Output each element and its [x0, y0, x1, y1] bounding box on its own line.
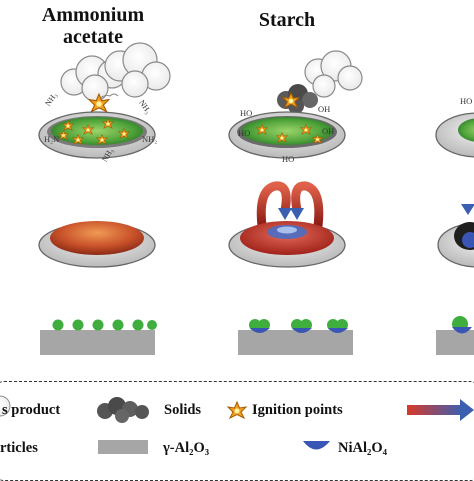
molecule-label: HO: [460, 96, 472, 106]
molecule-label: NH₃: [43, 91, 59, 108]
legend-solids: Solids: [164, 402, 202, 418]
heat-arrow-legend-icon: [407, 399, 474, 421]
plate-starch: [228, 111, 346, 159]
nial2o4-legend-icon: [303, 441, 330, 450]
legend-ignition-points: Ignition points: [252, 402, 343, 418]
solids-legend-icon: [97, 397, 149, 423]
combustion-dome-ammonium: [38, 221, 156, 268]
legend-gas-product: s product: [2, 402, 61, 418]
column-title-ammonium-acetate: Ammonium acetate: [28, 4, 158, 48]
gas-product-cloud: [304, 50, 363, 98]
molecule-label: OH: [318, 104, 330, 114]
column-title-starch: Starch: [232, 9, 342, 31]
gas-product-cloud: [60, 42, 171, 102]
molecule-label: OH: [322, 126, 334, 136]
molecule-label: H₂N: [44, 134, 59, 144]
substrate-starch: [238, 319, 353, 355]
legend-nial2o4: NiAl₂O₄: [338, 440, 387, 456]
heat-arrow-partial: [461, 185, 474, 215]
combustion-dome-column3-partial: [437, 222, 474, 268]
combustion-dome-starch: [228, 221, 346, 268]
gamma-alumina-legend-icon: [98, 440, 148, 454]
title-line-1: Starch: [258, 9, 316, 31]
legend-gamma-alumina: γ-Al₂O₃: [163, 440, 210, 456]
title-line-2: acetate: [63, 26, 123, 48]
cloud-legend-icon: [0, 395, 11, 417]
molecule-label: NH₃: [137, 98, 153, 115]
molecule-label: HO: [240, 108, 252, 118]
solids-smoke: [277, 84, 318, 114]
legend-particles: rticles: [0, 440, 38, 456]
plate-ammonium: [38, 111, 156, 159]
legend-box: [0, 381, 474, 481]
title-line-1: Ammonium: [41, 4, 145, 26]
heat-arrows: [256, 181, 324, 231]
substrate-ammonium: [40, 319, 157, 355]
molecule-label: HO: [238, 128, 250, 138]
substrate-column3-partial: [436, 316, 474, 355]
plate-column3-partial: [435, 112, 474, 158]
molecule-label: HO: [282, 154, 294, 164]
molecule-label: NH₂: [142, 134, 157, 144]
